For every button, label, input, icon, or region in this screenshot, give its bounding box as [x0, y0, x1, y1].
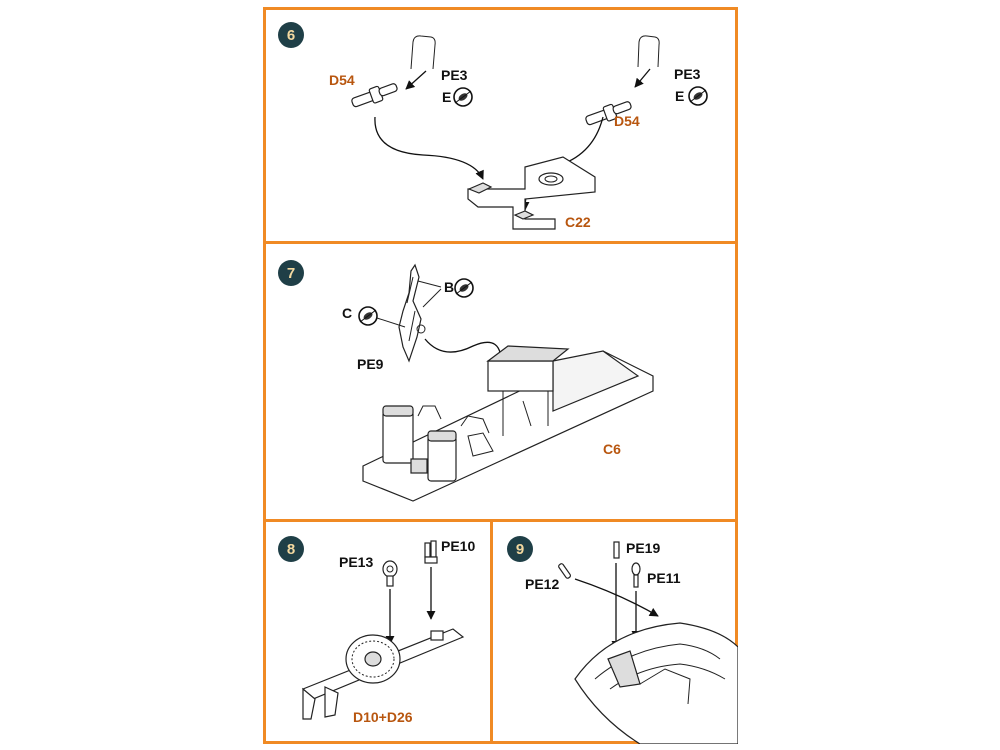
label-d54-right: D54 — [614, 113, 640, 129]
pe13-part — [382, 560, 398, 587]
step-9-badge: 9 — [507, 536, 533, 562]
label-pe19: PE19 — [626, 540, 660, 556]
label-pe13: PE13 — [339, 554, 373, 570]
c6-part — [362, 345, 654, 502]
pe9-part — [398, 263, 422, 363]
photo-etch-fret-icon — [358, 306, 378, 326]
label-pe10: PE10 — [441, 538, 475, 554]
label-b: B — [444, 279, 454, 295]
arrow-pe12 — [574, 578, 659, 617]
photo-etch-fret-icon — [688, 86, 708, 106]
label-c6: C6 — [603, 441, 621, 457]
label-c22: C22 — [565, 214, 591, 230]
staple-part-right — [637, 35, 660, 68]
label-d10-d26: D10+D26 — [353, 709, 413, 725]
hull-section — [574, 622, 738, 744]
label-pe12: PE12 — [525, 576, 559, 592]
label-d54-left: D54 — [329, 72, 355, 88]
step-6-drawing: D54 PE3 E PE3 E D54 C22 — [329, 35, 708, 230]
step-6-badge: 6 — [278, 22, 304, 48]
pe10-part — [424, 540, 438, 564]
step-7-badge: 7 — [278, 260, 304, 286]
staple-part-left — [410, 35, 436, 70]
step-7-drawing: B C PE9 C6 — [342, 263, 654, 502]
step-7-panel: 7 B C PE9 C6 — [263, 241, 738, 522]
d10-d26-part — [301, 628, 465, 720]
assembly-arrow — [424, 338, 507, 367]
pe19-part — [613, 541, 620, 559]
step-8-drawing: PE13 PE10 D10+D26 — [301, 538, 475, 725]
assembly-arrow-left — [374, 116, 484, 180]
label-pe9: PE9 — [357, 356, 384, 372]
label-pe11: PE11 — [647, 570, 681, 586]
step-9-panel: 9 PE19 PE12 PE11 — [490, 519, 738, 744]
label-pe3-right: PE3 — [674, 66, 701, 82]
c22-part — [467, 156, 596, 230]
d54-part-right — [585, 101, 632, 126]
photo-etch-fret-icon — [454, 278, 474, 298]
label-pe3-left: PE3 — [441, 67, 468, 83]
step-9-drawing: PE19 PE12 PE11 — [525, 540, 738, 744]
label-e-right: E — [675, 88, 684, 104]
label-c: C — [342, 305, 352, 321]
staple-arrow-left — [405, 70, 427, 90]
step-8-badge: 8 — [278, 536, 304, 562]
d54-part-left — [351, 83, 398, 108]
step-8-panel: 8 PE13 PE10 D10+D26 — [263, 519, 493, 744]
photo-etch-fret-icon — [453, 87, 473, 107]
staple-arrow-right — [634, 68, 651, 88]
pe11-part — [631, 562, 641, 588]
label-e-left: E — [442, 89, 451, 105]
pe12-part — [558, 563, 571, 579]
step-6-panel: 6 D54 PE3 E PE3 E D54 — [263, 7, 738, 244]
